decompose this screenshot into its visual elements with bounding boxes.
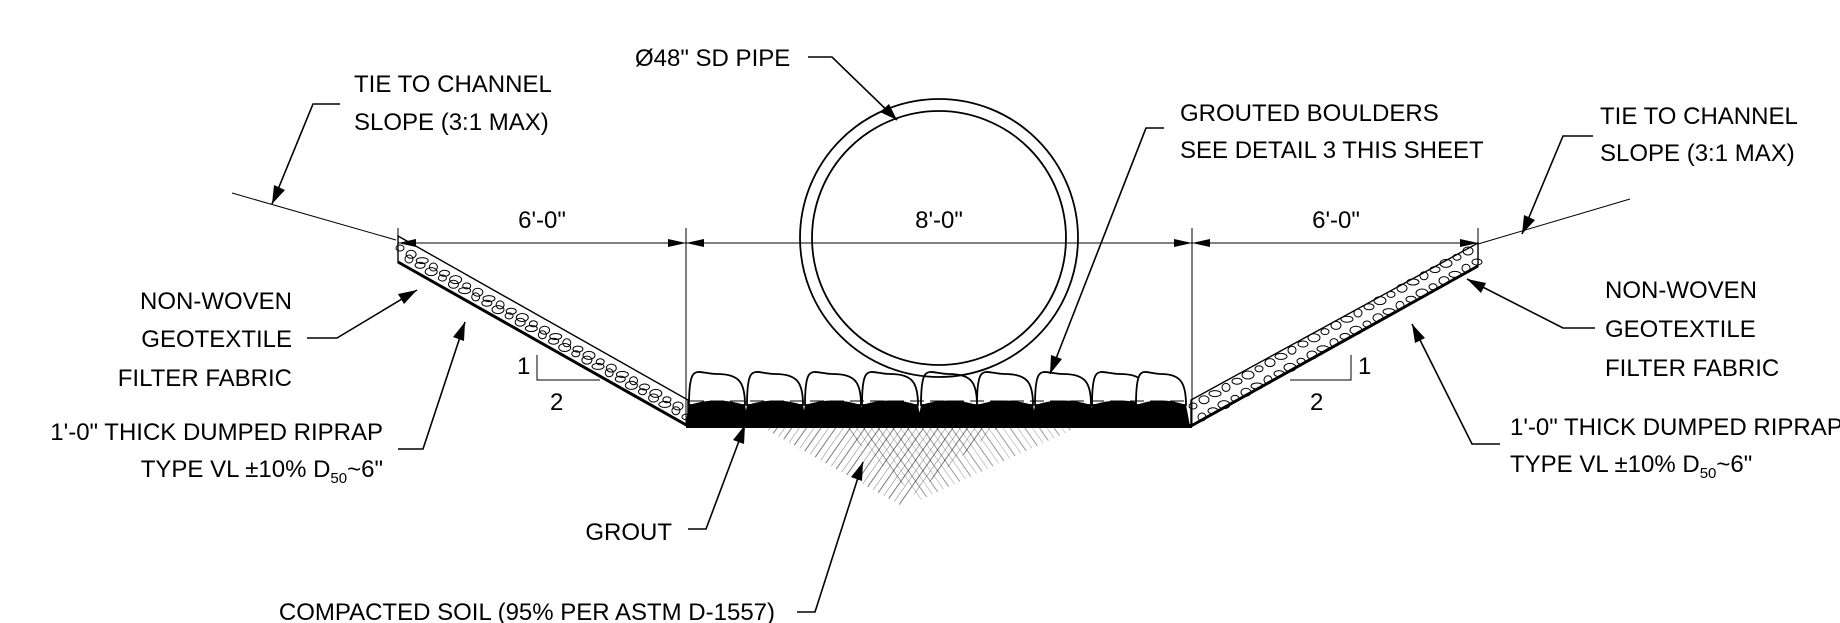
tie-right-label-line1: TIE TO CHANNEL (1600, 103, 1798, 130)
slope-marker-right: 1 2 (1290, 353, 1371, 416)
fabric-left-label-line1: NON-WOVEN (140, 288, 292, 315)
grouted-boulders (685, 371, 1190, 426)
boulders-label-line2: SEE DETAIL 3 THIS SHEET (1180, 137, 1484, 164)
riprap-right-slope (1188, 241, 1483, 428)
existing-ground-left (231, 192, 397, 241)
dimension-right: 6'-0" (1312, 207, 1360, 234)
dimension-center: 8'-0" (915, 207, 963, 234)
riprap-left-label-line1: 1'-0" THICK DUMPED RIPRAP (50, 419, 383, 446)
riprap-right-label-line2: TYPE VL ±10% D50~6" (1510, 451, 1752, 482)
svg-text:1: 1 (1358, 353, 1371, 380)
tie-left-label-line2: SLOPE (3:1 MAX) (354, 109, 549, 136)
svg-text:2: 2 (1310, 389, 1323, 416)
compacted-soil-hatch (760, 426, 1080, 505)
dimension-lines (398, 239, 1478, 247)
riprap-right-label-line1: 1'-0" THICK DUMPED RIPRAP (1510, 414, 1840, 441)
fabric-left-label-line2: GEOTEXTILE (141, 326, 292, 353)
fabric-right-label-line1: NON-WOVEN (1605, 277, 1757, 304)
tie-right-label-line2: SLOPE (3:1 MAX) (1600, 140, 1795, 167)
existing-ground-right (1477, 198, 1631, 245)
svg-text:2: 2 (550, 389, 563, 416)
fabric-right-label-line2: GEOTEXTILE (1605, 316, 1756, 343)
soil-label: COMPACTED SOIL (95% PER ASTM D-1557) (279, 599, 775, 623)
fabric-right-label-line3: FILTER FABRIC (1605, 355, 1779, 382)
slope-marker-left: 1 2 (517, 353, 600, 416)
boulders-label-line1: GROUTED BOULDERS (1180, 100, 1439, 127)
riprap-left-label-line2: TYPE VL ±10% D50~6" (141, 456, 383, 487)
tie-left-label-line1: TIE TO CHANNEL (354, 71, 552, 98)
grout-label: GROUT (585, 519, 672, 546)
dimension-left: 6'-0" (518, 207, 566, 234)
pipe-label: Ø48" SD PIPE (635, 45, 790, 72)
sd-pipe (799, 98, 1079, 378)
fabric-left-label-line3: FILTER FABRIC (118, 365, 292, 392)
leader-lines (271, 56, 1595, 613)
svg-text:1: 1 (517, 353, 530, 380)
